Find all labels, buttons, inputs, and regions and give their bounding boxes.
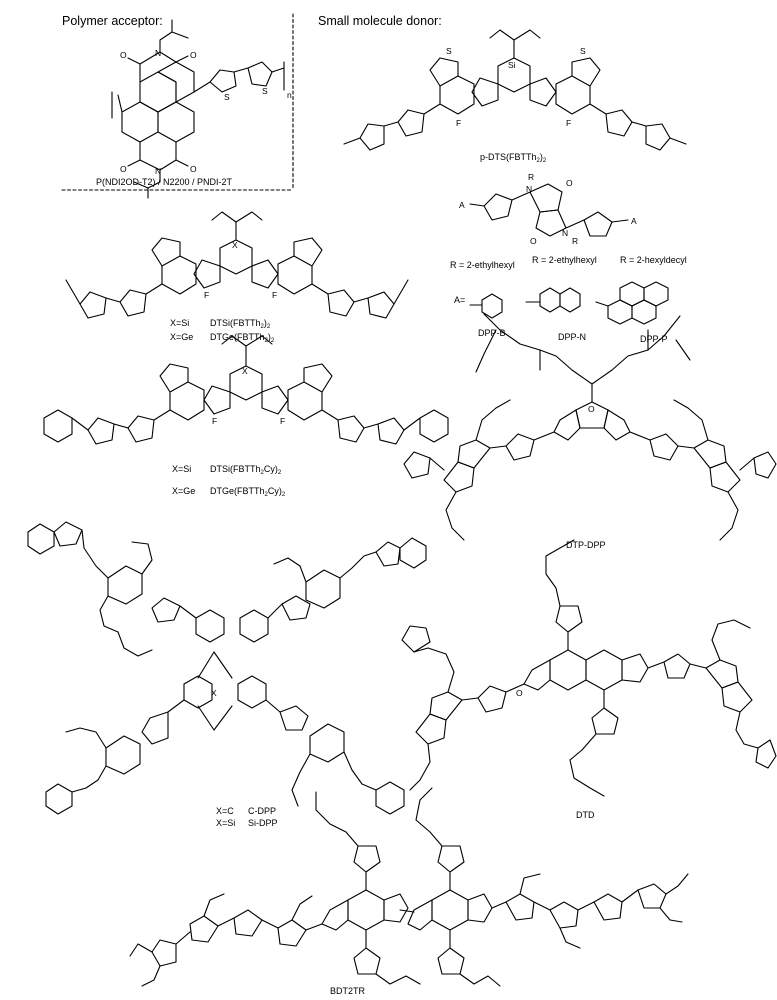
structure-dpp-a-core bbox=[469, 183, 629, 237]
dtgecy-x-label: X=Ge bbox=[172, 486, 195, 496]
pdts-si: Si bbox=[508, 60, 516, 70]
pdts-s-2: S bbox=[580, 46, 586, 56]
dtge-x-label: X=Ge bbox=[170, 332, 193, 342]
pndi-s-1: S bbox=[224, 92, 230, 102]
small-molecule-donor-header: Small molecule donor: bbox=[318, 14, 442, 28]
pndi-label: P(NDI2OD-T2) / N2200 / PNDI-2T bbox=[96, 177, 233, 187]
dtsicy-f-1: F bbox=[212, 416, 217, 426]
pndi-o-1: O bbox=[120, 50, 127, 60]
dpp-n-label: DPP-N bbox=[558, 332, 586, 342]
dpp-a-left: A bbox=[459, 200, 465, 210]
polymer-acceptor-header: Polymer acceptor: bbox=[62, 14, 163, 28]
pdts-f-1: F bbox=[456, 118, 461, 128]
cdpp-x: X bbox=[211, 688, 217, 698]
dpp-r-1: R bbox=[528, 172, 534, 182]
dpp-r-ethylhexyl-2: R = 2-ethylhexyl bbox=[532, 255, 597, 265]
bdt2tr-label: BDT2TR bbox=[330, 986, 366, 996]
si-dpp-x-label: X=Si bbox=[216, 818, 235, 828]
dtge-label: DTGe(FBTTh2)2 bbox=[210, 332, 275, 344]
dtsicy-f-2: F bbox=[280, 416, 285, 426]
structure-p-dts-fbtth2-2 bbox=[343, 29, 687, 151]
dtgecy-label: DTGe(FBTTh2Cy)2 bbox=[210, 486, 286, 498]
dtsi-f-1: F bbox=[204, 290, 209, 300]
dtsicy-label: DTSi(FBTTh2Cy)2 bbox=[210, 464, 282, 476]
dpp-r-hexyldecyl: R = 2-hexyldecyl bbox=[620, 255, 687, 265]
dpp-a-groups bbox=[469, 281, 669, 325]
dtpdpp-o: O bbox=[588, 404, 595, 414]
c-dpp-label: C-DPP bbox=[248, 806, 276, 816]
c-dpp-x-label: X=C bbox=[216, 806, 234, 816]
structure-dtsi-fbtth2-2 bbox=[65, 211, 409, 319]
dtsi-f-2: F bbox=[272, 290, 277, 300]
pndi-n-top: N bbox=[155, 48, 161, 58]
structure-dtp-dpp bbox=[403, 313, 777, 541]
structure-bdt2tr bbox=[129, 787, 689, 987]
dpp-a-equals: A= bbox=[454, 295, 465, 305]
dpp-n-1: N bbox=[526, 184, 532, 194]
dtsi-x-label: X=Si bbox=[170, 318, 189, 328]
dpp-p-label: DPP-P bbox=[640, 334, 668, 344]
structure-c-dpp-si-dpp bbox=[27, 521, 427, 815]
pdts-label: p-DTS(FBTTh2)2 bbox=[480, 152, 547, 164]
structure-dtsi-fbtth2cy-2 bbox=[43, 335, 449, 445]
dtd-o: O bbox=[516, 688, 523, 698]
dpp-r-ethylhexyl-1: R = 2-ethylhexyl bbox=[450, 260, 515, 270]
dtsicy-x-label: X=Si bbox=[172, 464, 191, 474]
pdts-s-1: S bbox=[446, 46, 452, 56]
dpp-a-right: A bbox=[631, 216, 637, 226]
dtsi-label: DTSi(FBTTh2)2 bbox=[210, 318, 271, 330]
dtp-dpp-label: DTP-DPP bbox=[566, 540, 606, 550]
dpp-o-2: O bbox=[530, 236, 537, 246]
dpp-r-2: R bbox=[572, 236, 578, 246]
pndi-o-4: O bbox=[190, 164, 197, 174]
dpp-o-1: O bbox=[566, 178, 573, 188]
pndi-s-2: S bbox=[262, 86, 268, 96]
dtd-label: DTD bbox=[576, 810, 595, 820]
si-dpp-label: Si-DPP bbox=[248, 818, 278, 828]
pndi-o-2: O bbox=[190, 50, 197, 60]
structure-pndi2od-t2 bbox=[111, 19, 285, 199]
pndi-o-3: O bbox=[120, 164, 127, 174]
pdts-f-2: F bbox=[566, 118, 571, 128]
dtsi-x: X bbox=[232, 240, 238, 250]
dpp-b-label: DPP-B bbox=[478, 328, 506, 338]
structure-dtd bbox=[401, 539, 777, 797]
dtsicy-x: X bbox=[242, 366, 248, 376]
pndi-n-bottom: N bbox=[155, 166, 161, 176]
dpp-n-2: N bbox=[562, 228, 568, 238]
pndi-n-sub: n bbox=[287, 90, 292, 100]
